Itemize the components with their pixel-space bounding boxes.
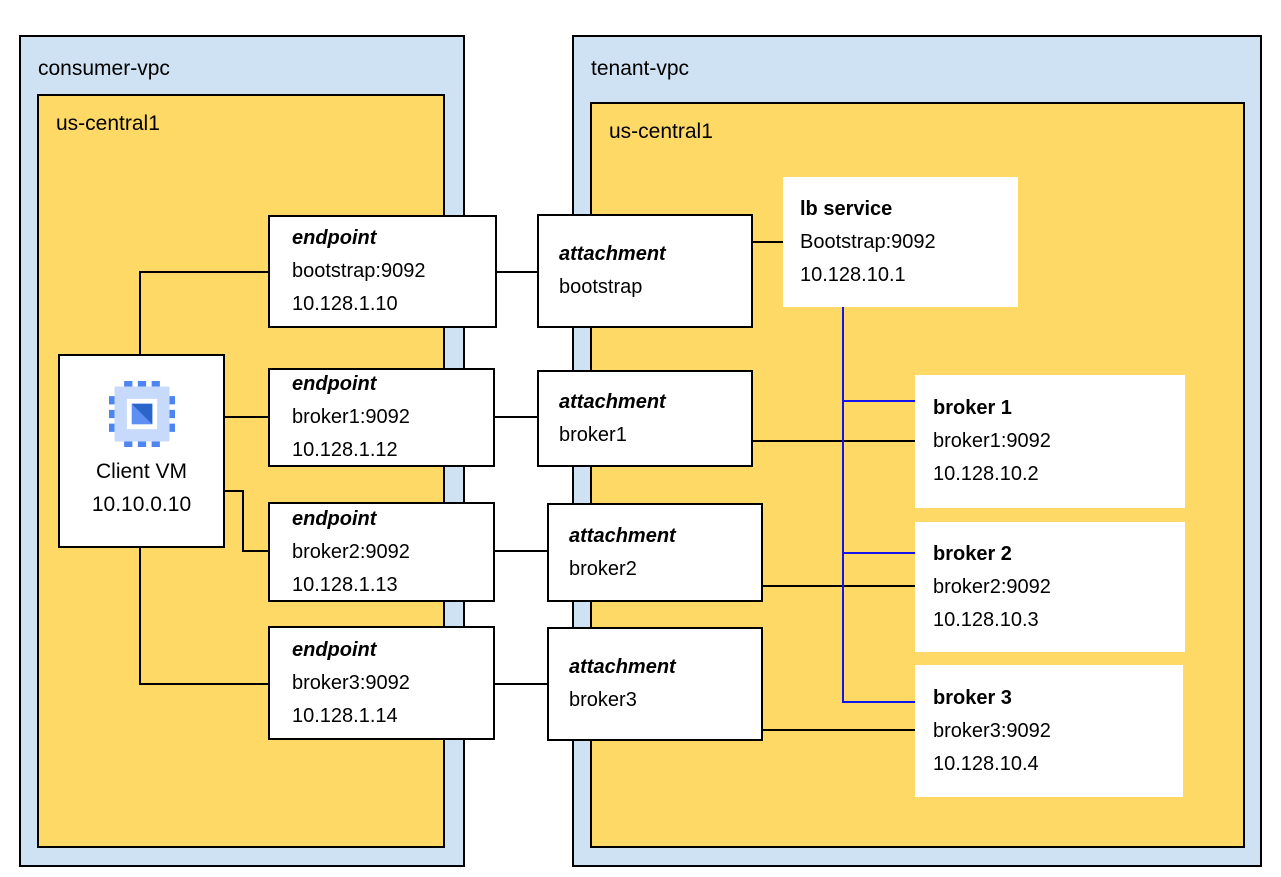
connector-clientvm-endpoint-broker1: [224, 416, 269, 418]
connector-clientvm-endpoint-bootstrap: [139, 271, 268, 273]
lb-fanout-broker1-line: [842, 400, 916, 402]
endpoint-box-broker2: endpoint broker2:9092 10.128.1.13: [268, 502, 495, 602]
connector-endpoint-attachment-broker1: [495, 416, 538, 418]
connector-endpoint-attachment-broker2: [495, 550, 549, 552]
endpoint-title: endpoint: [292, 227, 377, 249]
attachment-box-broker3: attachment broker3: [547, 627, 763, 741]
endpoint-box-bootstrap: endpoint bootstrap:9092 10.128.1.10: [268, 215, 497, 328]
attachment-box-broker2: attachment broker2: [547, 503, 763, 602]
lb-service-title: lb service: [800, 197, 893, 220]
compute-engine-icon: [108, 381, 175, 447]
broker-ip: 10.128.10.2: [933, 463, 1039, 485]
connector-clientvm-endpoint-broker2-b: [242, 490, 244, 552]
connector-clientvm-endpoint-bootstrap-vertical: [139, 272, 141, 356]
broker-title: broker 3: [933, 686, 1012, 709]
lb-service-box: lb service Bootstrap:9092 10.128.10.1: [783, 177, 1018, 307]
client-vm-name: Client VM: [95, 460, 188, 483]
connector-endpoint-attachment-broker3: [495, 683, 549, 685]
broker2-box: broker 2 broker2:9092 10.128.10.3: [915, 522, 1185, 652]
connector-attachment-broker1: [752, 440, 916, 442]
endpoint-title: endpoint: [292, 507, 377, 530]
lb-fanout-broker2-line: [842, 552, 916, 554]
broker3-box: broker 3 broker3:9092 10.128.10.4: [915, 665, 1183, 797]
connector-attachment-broker3: [762, 729, 916, 731]
endpoint-ip: 10.128.1.10: [292, 293, 398, 315]
lb-service-name: Bootstrap:9092: [800, 230, 936, 253]
client-vm-node: Client VM 10.10.0.10: [58, 354, 225, 548]
attachment-title: attachment: [569, 524, 676, 547]
endpoint-ip: 10.128.1.13: [292, 573, 398, 596]
endpoint-ip: 10.128.1.12: [292, 439, 398, 461]
connector-clientvm-endpoint-broker3: [139, 683, 269, 685]
lb-service-ip: 10.128.10.1: [800, 263, 906, 286]
connector-endpoint-attachment-bootstrap: [496, 271, 538, 273]
broker-ip: 10.128.10.3: [933, 608, 1039, 631]
broker1-box: broker 1 broker1:9092 10.128.10.2: [915, 375, 1185, 508]
attachment-name: broker1: [559, 423, 627, 446]
endpoint-name: bootstrap:9092: [292, 260, 426, 282]
connector-attachment-lbservice: [752, 241, 784, 243]
lb-fanout-broker3-line: [842, 701, 916, 703]
attachment-name: bootstrap: [559, 276, 643, 298]
connector-attachment-broker2: [762, 585, 916, 587]
broker-ip: 10.128.10.4: [933, 752, 1039, 775]
endpoint-name: broker3:9092: [292, 671, 410, 694]
endpoint-name: broker2:9092: [292, 540, 410, 563]
broker-name: broker1:9092: [933, 430, 1051, 452]
attachment-box-broker1: attachment broker1: [537, 370, 753, 467]
attachment-name: broker3: [569, 689, 637, 711]
tenant-region-label: us-central1: [609, 120, 713, 143]
endpoint-title: endpoint: [292, 638, 377, 661]
client-vm-ip: 10.10.0.10: [91, 493, 192, 516]
broker-name: broker2:9092: [933, 575, 1051, 598]
attachment-title: attachment: [559, 390, 666, 413]
broker-title: broker 2: [933, 542, 1012, 565]
consumer-region-label: us-central1: [56, 112, 160, 135]
consumer-vpc-label: consumer-vpc: [38, 57, 170, 80]
endpoint-box-broker1: endpoint broker1:9092 10.128.1.12: [268, 368, 495, 467]
attachment-title: attachment: [569, 656, 676, 678]
broker-title: broker 1: [933, 397, 1012, 419]
endpoint-title: endpoint: [292, 373, 377, 395]
attachment-box-bootstrap: attachment bootstrap: [537, 214, 753, 328]
tenant-vpc-label: tenant-vpc: [591, 57, 690, 80]
lb-fanout-trunk-line: [842, 307, 844, 703]
connector-clientvm-endpoint-broker3-vertical: [139, 547, 141, 685]
endpoint-name: broker1:9092: [292, 406, 410, 428]
attachment-title: attachment: [559, 243, 666, 265]
broker-name: broker3:9092: [933, 719, 1051, 742]
attachment-name: broker2: [569, 557, 637, 580]
endpoint-ip: 10.128.1.14: [292, 704, 398, 727]
connector-clientvm-endpoint-broker2-a: [224, 490, 244, 492]
connector-clientvm-endpoint-broker2-c: [242, 550, 269, 552]
endpoint-box-broker3: endpoint broker3:9092 10.128.1.14: [268, 626, 495, 740]
